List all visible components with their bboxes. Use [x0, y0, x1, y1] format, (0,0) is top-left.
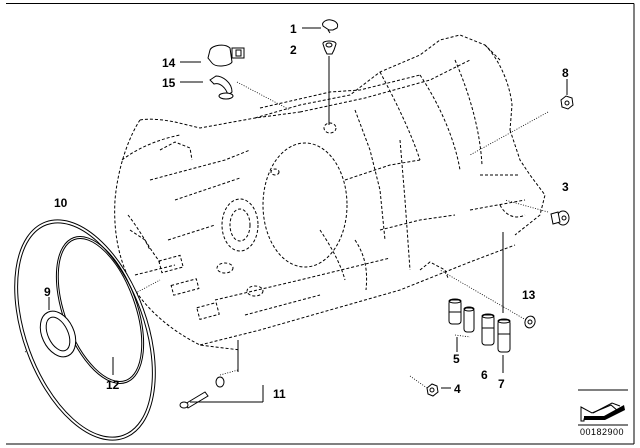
image-code: 00182900	[580, 427, 624, 437]
part-4-nut[interactable]	[426, 383, 451, 397]
callout-14[interactable]: 14	[162, 56, 176, 70]
part-3-screw-plug[interactable]	[550, 210, 570, 226]
callout-1[interactable]: 1	[290, 22, 297, 36]
part-14-plug-connector[interactable]	[180, 44, 245, 67]
callout-labels: 1 2 3 4 5 6 7 8 9 10 11 12 13 14 15	[44, 22, 569, 401]
callout-10[interactable]: 10	[54, 196, 68, 210]
callout-7[interactable]: 7	[498, 377, 505, 391]
callout-13[interactable]: 13	[522, 288, 536, 302]
part-13-washer[interactable]	[502, 232, 537, 329]
part-5-sleeves[interactable]	[448, 298, 475, 352]
callout-12[interactable]: 12	[106, 378, 120, 392]
part-8-nut[interactable]	[560, 79, 574, 110]
callout-6[interactable]: 6	[481, 368, 488, 382]
callout-8[interactable]: 8	[562, 66, 569, 80]
part-15-clip[interactable]	[180, 75, 234, 100]
part-11-screw-and-washer[interactable]	[179, 340, 264, 409]
callout-9[interactable]: 9	[44, 285, 51, 299]
callout-2[interactable]: 2	[290, 43, 297, 57]
diagram-frame	[6, 3, 635, 445]
part-7-sleeve[interactable]	[497, 318, 511, 373]
callout-5[interactable]: 5	[453, 352, 460, 366]
transmission-housing	[114, 34, 546, 351]
direction-arrow-box: 00182900	[578, 389, 628, 437]
callout-15[interactable]: 15	[162, 76, 176, 90]
callout-11[interactable]: 11	[273, 387, 286, 401]
part-10-cover-plate[interactable]	[0, 201, 183, 448]
part-6-sleeve[interactable]	[481, 313, 495, 346]
callout-4[interactable]: 4	[454, 382, 461, 396]
part-9-shaft-seal[interactable]	[33, 297, 82, 363]
part-1-cap[interactable]	[322, 19, 339, 34]
part-2-screw-plug[interactable]	[322, 40, 337, 125]
callout-3[interactable]: 3	[562, 180, 569, 194]
